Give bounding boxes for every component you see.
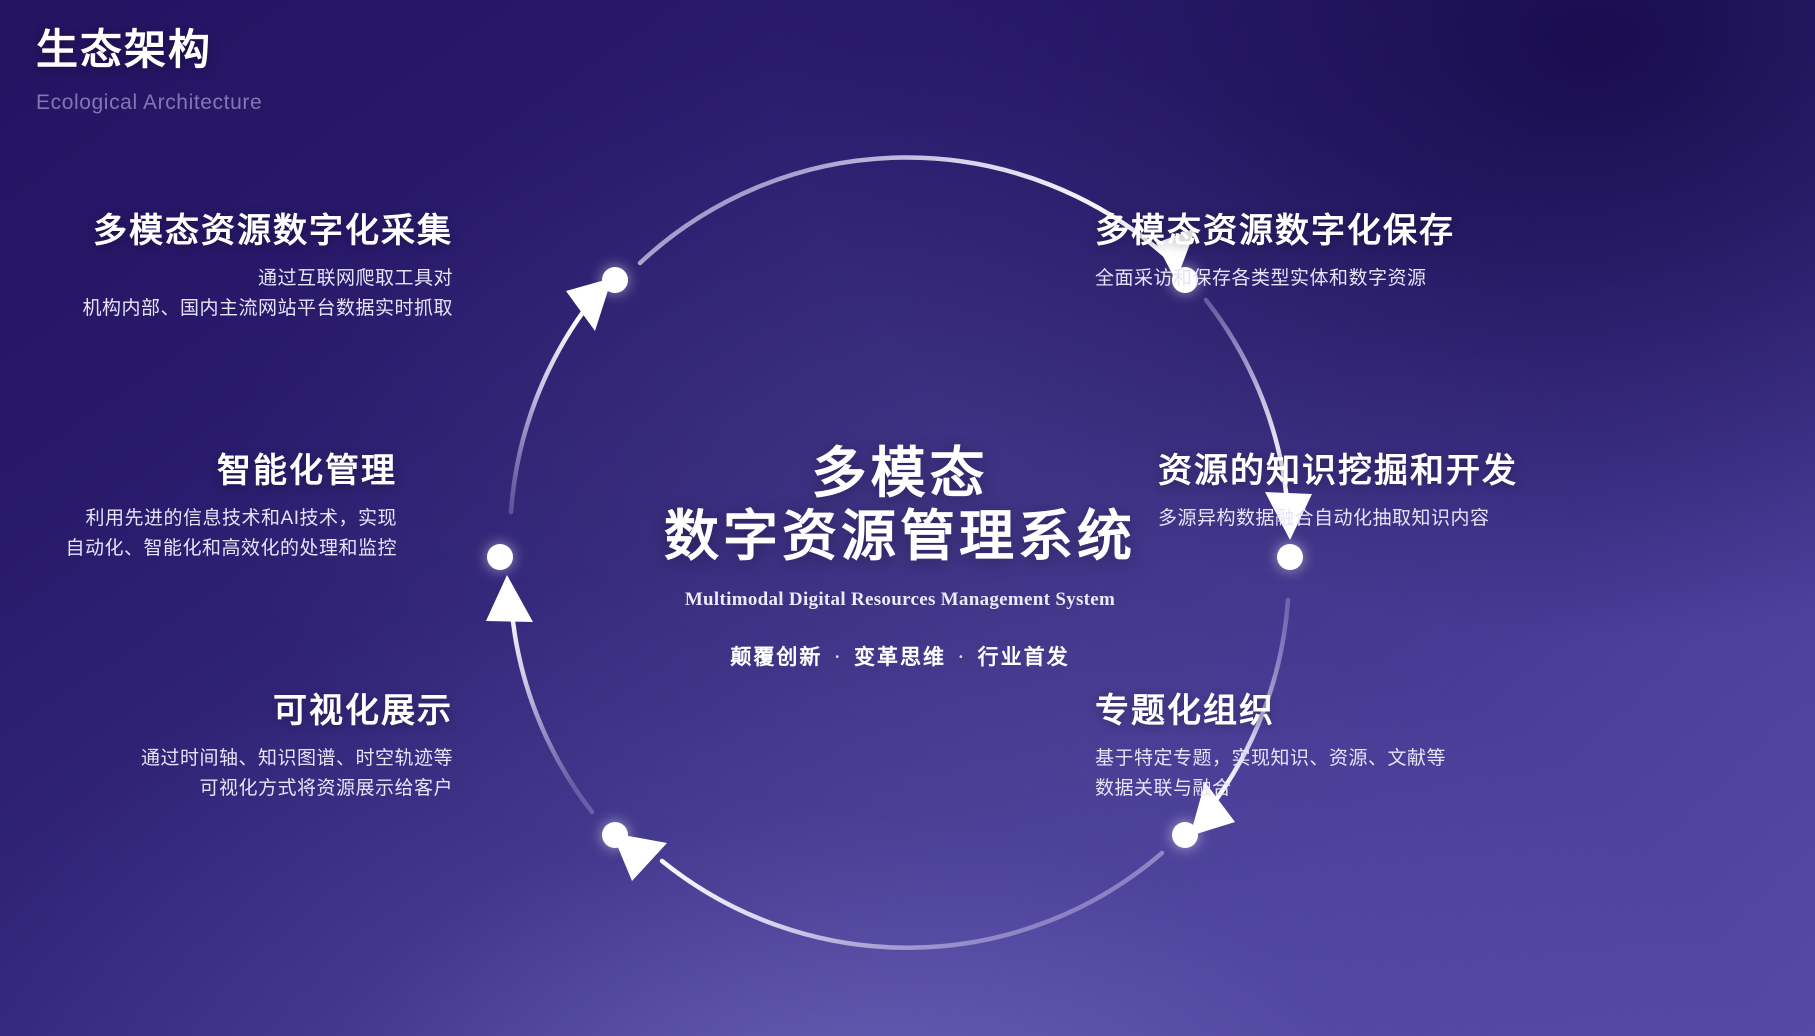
node-title-mine: 资源的知识挖掘和开发: [1158, 453, 1518, 490]
page-subtitle: Ecological Architecture: [36, 91, 263, 114]
arc-mine-to-topic: [1190, 597, 1291, 836]
node-title-manage: 智能化管理: [217, 453, 397, 490]
node-title-preserve: 多模态资源数字化保存: [1095, 213, 1455, 250]
node-desc-manage-line2: 自动化、智能化和高效化的处理和监控: [65, 537, 397, 559]
node-desc-topic: 基于特定专题，实现知识、资源、文献等 数据关联与融合: [1095, 744, 1446, 803]
arc-preserve-to-mine: [1203, 297, 1312, 540]
node-dot-collect[interactable]: [602, 267, 628, 293]
node-dot-mine[interactable]: [1277, 544, 1303, 570]
node-label-topic[interactable]: 专题化组织 基于特定专题，实现知识、资源、文献等 数据关联与融合: [1095, 693, 1446, 803]
arc-visual-to-manage: [486, 575, 595, 815]
tagline-separator-2: ·: [958, 647, 966, 667]
node-desc-mine: 多源异构数据融合自动化抽取知识内容: [1158, 504, 1518, 533]
node-label-mine[interactable]: 资源的知识挖掘和开发 多源异构数据融合自动化抽取知识内容: [1158, 453, 1518, 534]
page-header: 生态架构 Ecological Architecture: [36, 16, 262, 115]
tagline-item-3: 行业首发: [977, 645, 1070, 670]
node-dot-manage[interactable]: [487, 544, 513, 570]
tagline-item-2: 变革思维: [854, 645, 946, 670]
center-title-line1: 多模态: [811, 442, 989, 504]
node-desc-collect-line2: 机构内部、国内主流网站平台数据实时抓取: [82, 297, 453, 319]
node-desc-mine-line1: 多源异构数据融合自动化抽取知识内容: [1158, 508, 1490, 530]
center-title-line2: 数字资源管理系统: [663, 505, 1136, 567]
node-desc-topic-line1: 基于特定专题，实现知识、资源、文献等: [1095, 748, 1447, 770]
node-desc-preserve-line1: 全面采访和保存各类型实体和数字资源: [1095, 268, 1427, 290]
node-title-visual: 可视化展示: [273, 693, 453, 730]
node-desc-preserve: 全面采访和保存各类型实体和数字资源: [1095, 264, 1455, 293]
page-title: 生态架构: [36, 28, 213, 74]
node-desc-collect: 通过互联网爬取工具对 机构内部、国内主流网站平台数据实时抓取: [82, 264, 453, 323]
tagline-separator-1: ·: [834, 647, 842, 667]
node-label-collect[interactable]: 多模态资源数字化采集 通过互联网爬取工具对 机构内部、国内主流网站平台数据实时抓…: [82, 213, 453, 323]
node-desc-visual-line1: 通过时间轴、知识图谱、时空轨迹等: [140, 748, 453, 770]
arc-collect-to-preserve: [637, 155, 1196, 281]
center-tagline: 颠覆创新 · 变革思维 · 行业首发: [580, 641, 1220, 671]
node-dot-preserve[interactable]: [1172, 267, 1198, 293]
node-label-manage[interactable]: 智能化管理 利用先进的信息技术和AI技术，实现 自动化、智能化和高效化的处理和监…: [65, 453, 397, 563]
node-desc-topic-line2: 数据关联与融合: [1095, 777, 1232, 799]
node-desc-visual-line2: 可视化方式将资源展示给客户: [199, 777, 453, 799]
arc-topic-to-visual: [612, 833, 1165, 950]
arc-manage-to-collect: [508, 278, 612, 515]
tagline-item-1: 颠覆创新: [730, 645, 823, 670]
center-english-subtitle: Multimodal Digital Resources Management …: [684, 589, 1116, 611]
node-label-preserve[interactable]: 多模态资源数字化保存 全面采访和保存各类型实体和数字资源: [1095, 213, 1455, 294]
node-label-visual[interactable]: 可视化展示 通过时间轴、知识图谱、时空轨迹等 可视化方式将资源展示给客户: [141, 693, 453, 803]
node-desc-visual: 通过时间轴、知识图谱、时空轨迹等 可视化方式将资源展示给客户: [141, 744, 453, 803]
node-title-collect: 多模态资源数字化采集: [93, 213, 453, 250]
node-desc-collect-line1: 通过互联网爬取工具对: [257, 268, 453, 290]
node-dot-visual[interactable]: [602, 822, 628, 848]
center-title-block: 多模态 数字资源管理系统 Multimodal Digital Resource…: [580, 443, 1220, 671]
node-desc-manage: 利用先进的信息技术和AI技术，实现 自动化、智能化和高效化的处理和监控: [65, 504, 397, 563]
node-title-topic: 专题化组织: [1095, 693, 1275, 730]
node-desc-manage-line1: 利用先进的信息技术和AI技术，实现: [85, 508, 397, 530]
node-dot-topic[interactable]: [1172, 822, 1198, 848]
